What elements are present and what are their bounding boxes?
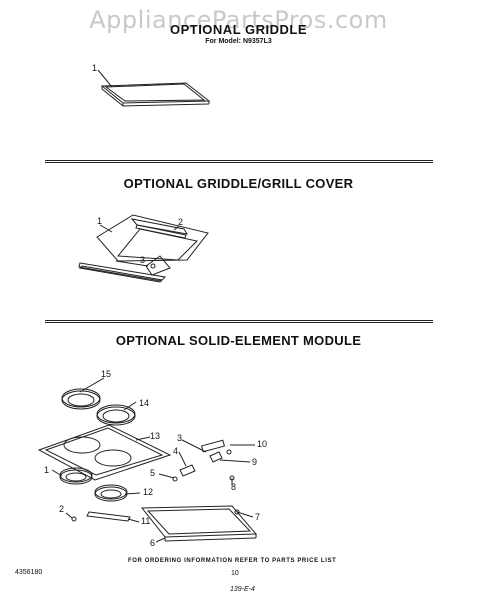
griddle-cover-drawing: [78, 214, 209, 283]
callout-module-6: 6: [150, 538, 156, 548]
section-title-element-module: OPTIONAL SOLID-ELEMENT MODULE: [115, 333, 362, 348]
callout-cover-2: 2: [178, 217, 184, 227]
page-number: 10: [231, 570, 239, 577]
callout-module-1: 1: [44, 465, 50, 475]
watermark: AppliancePartsPros.com: [89, 6, 388, 34]
callout-module-12: 12: [143, 487, 154, 497]
callout-module-9: 9: [252, 457, 258, 467]
section-divider: [45, 320, 433, 323]
callout-module-14: 14: [139, 398, 150, 408]
document-number: 4356180: [15, 569, 43, 576]
callout-module-15: 15: [101, 369, 112, 379]
callout-module-4: 4: [173, 446, 179, 456]
griddle-drawing: [97, 69, 211, 107]
ordering-note: FOR ORDERING INFORMATION REFER TO PARTS …: [128, 558, 337, 564]
model-label: For Model: N9357L3: [205, 38, 272, 45]
callout-module-2: 2: [59, 504, 65, 514]
callout-module-13: 13: [150, 431, 161, 441]
section-title-griddle-cover: OPTIONAL GRIDDLE/GRILL COVER: [123, 176, 354, 191]
element-module-drawing: [37, 377, 258, 543]
callout-griddle-1: 1: [92, 63, 98, 73]
handwritten-code: 139-E-4: [230, 586, 255, 593]
callout-module-7: 7: [255, 512, 261, 522]
callout-module-5: 5: [150, 468, 156, 478]
callout-cover-1: 1: [97, 216, 103, 226]
section-title-griddle: OPTIONAL GRIDDLE: [169, 22, 308, 37]
callout-module-3: 3: [177, 433, 183, 443]
callout-cover-3: 3: [140, 255, 146, 265]
callout-module-11: 11: [141, 516, 151, 526]
callout-module-10: 10: [257, 439, 268, 449]
callout-module-8: 8: [231, 482, 237, 492]
section-divider: [45, 160, 433, 163]
